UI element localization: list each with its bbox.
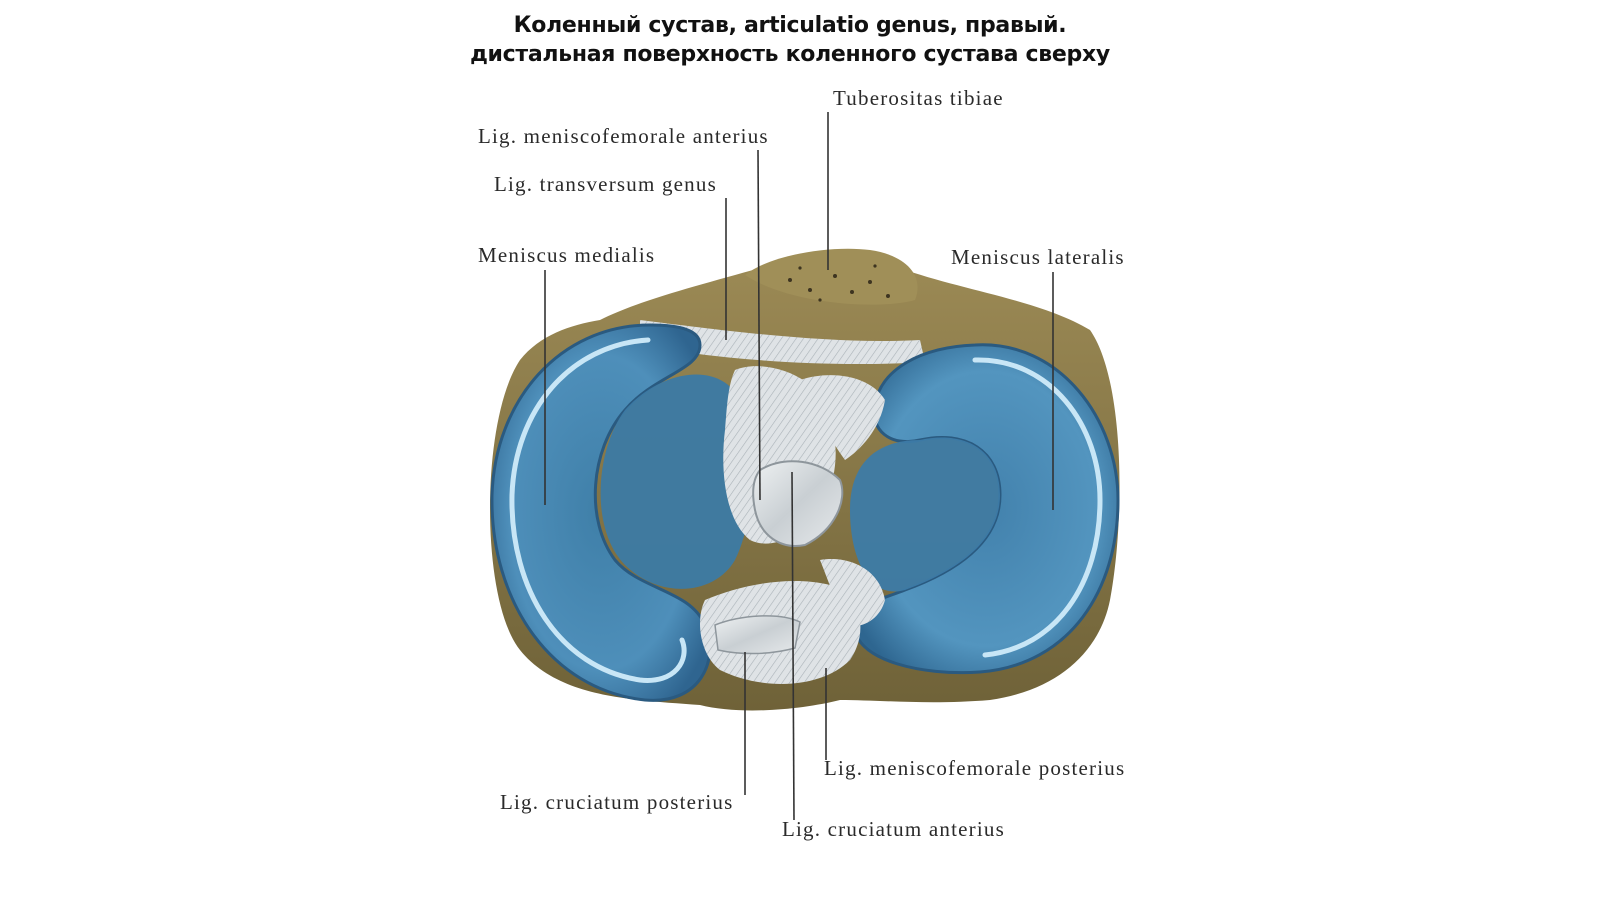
transverse-ligament-band — [640, 320, 925, 365]
tuberositas-bump — [745, 248, 918, 305]
title-line-1: Коленный сустав, articulatio genus, прав… — [513, 13, 1067, 38]
label-lig-transversum-genus: Lig. transversum genus — [494, 172, 717, 196]
meniscus-medialis-shape — [490, 323, 753, 702]
label-tuberositas-tibiae: Tuberositas tibiae — [833, 86, 1004, 110]
title-line-2: дистальная поверхность коленного сустава… — [470, 42, 1110, 67]
label-lig-cruciatum-anterius: Lig. cruciatum anterius — [782, 817, 1005, 841]
bone-pores — [788, 264, 890, 302]
central-ligaments — [700, 366, 885, 684]
leader-meniscofemorale-anterius — [757, 149, 761, 501]
leader-lines — [544, 112, 1054, 821]
leader-cruciatum-anterius — [791, 471, 795, 821]
label-meniscus-medialis: Meniscus medialis — [478, 243, 656, 267]
meniscus-lateralis-shape — [850, 343, 1120, 675]
label-meniscus-lateralis: Meniscus lateralis — [951, 245, 1125, 269]
label-lig-cruciatum-posterius: Lig. cruciatum posterius — [500, 790, 734, 814]
label-lig-meniscofemorale-posterius: Lig. meniscofemorale posterius — [824, 756, 1126, 780]
label-lig-meniscofemorale-anterius: Lig. meniscofemorale anterius — [478, 124, 769, 148]
